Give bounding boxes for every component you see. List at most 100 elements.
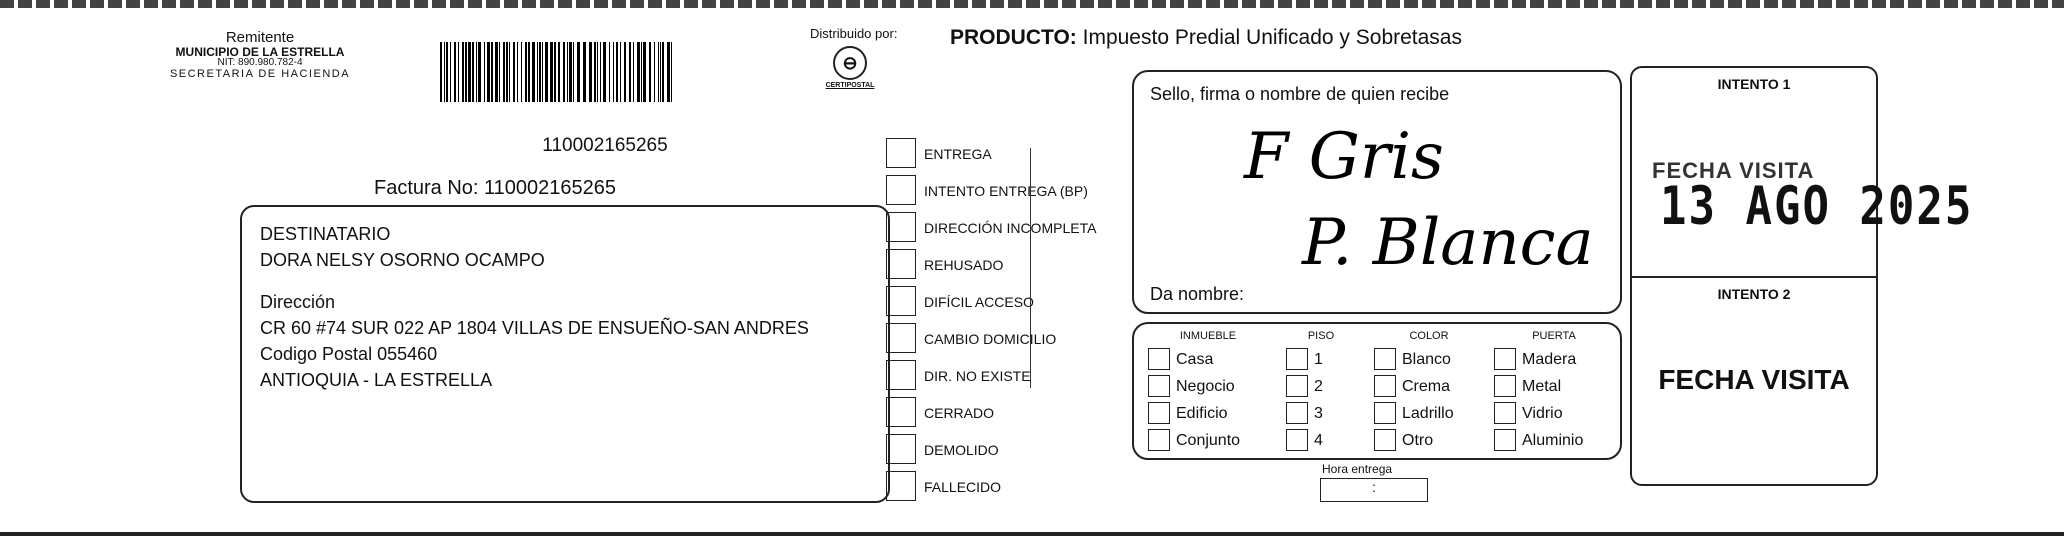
hora-entrega-field[interactable]: : bbox=[1320, 478, 1428, 502]
product-line: PRODUCTO: Impuesto Predial Unificado y S… bbox=[950, 26, 1462, 50]
barcode-bar bbox=[476, 42, 477, 102]
property-grid: INMUEBLE Casa Negocio Edificio Conjunto … bbox=[1132, 322, 1622, 460]
barcode-bar bbox=[440, 42, 442, 102]
barcode-bar bbox=[539, 42, 541, 102]
checkbox[interactable] bbox=[886, 471, 916, 501]
inmueble-header: INMUEBLE bbox=[1179, 330, 1237, 342]
barcode-bar bbox=[589, 42, 592, 102]
recipient-box: DESTINATARIO DORA NELSY OSORNO OCAMPO Di… bbox=[240, 205, 890, 503]
barcode-bar bbox=[509, 42, 510, 102]
logo-text: CERTIPOSTAL bbox=[825, 82, 875, 89]
status-dir-no-existe[interactable]: DIR. NO EXISTE bbox=[886, 360, 1136, 390]
checkbox[interactable] bbox=[886, 397, 916, 427]
barcode-bar bbox=[550, 42, 553, 102]
da-nombre-label: Da nombre: bbox=[1150, 284, 1245, 304]
handwritten-name-2: P. Blanca bbox=[1302, 206, 1594, 280]
status-direccion-incompleta[interactable]: DIRECCIÓN INCOMPLETA bbox=[886, 212, 1136, 242]
fecha-visita-2: FECHA VISITA bbox=[1658, 364, 1850, 395]
barcode-bar bbox=[525, 42, 527, 102]
checkbox[interactable] bbox=[886, 175, 916, 205]
barcode-bar bbox=[567, 42, 568, 102]
factura-number: Factura No: 110002165265 bbox=[373, 177, 617, 199]
barcode-bar bbox=[484, 42, 485, 102]
barcode-bar bbox=[495, 42, 498, 102]
inmueble-edificio[interactable]: Edificio bbox=[1148, 400, 1268, 427]
barcode-bar bbox=[468, 42, 471, 102]
barcode-bar bbox=[537, 42, 538, 102]
stamp-date: 13 AGO 2025 bbox=[1660, 176, 1974, 238]
inmueble-negocio[interactable]: Negocio bbox=[1148, 373, 1268, 400]
barcode-number: 110002165265 bbox=[542, 135, 668, 156]
barcode-bar bbox=[532, 42, 535, 102]
puerta-aluminio[interactable]: Aluminio bbox=[1494, 427, 1614, 454]
stamp-fecha-visita: FECHA VISITA bbox=[1652, 158, 1815, 183]
certipostal-logo: ⊖ CERTIPOSTAL bbox=[820, 46, 880, 96]
checkbox[interactable] bbox=[886, 286, 916, 316]
status-dificil-acceso[interactable]: DIFÍCIL ACCESO bbox=[886, 286, 1136, 316]
barcode-bar bbox=[616, 42, 618, 102]
sender-name: MUNICIPIO DE LA ESTRELLA bbox=[175, 44, 345, 59]
barcode-bar bbox=[600, 42, 601, 102]
status-demolido[interactable]: DEMOLIDO bbox=[886, 434, 1136, 464]
piso-3[interactable]: 3 bbox=[1286, 400, 1356, 427]
barcode-bar bbox=[667, 42, 670, 102]
status-fallecido[interactable]: FALLECIDO bbox=[886, 471, 1136, 501]
barcode-bar bbox=[620, 42, 621, 102]
barcode-bar bbox=[569, 42, 572, 102]
barcode-bar bbox=[643, 42, 646, 102]
puerta-vidrio[interactable]: Vidrio bbox=[1494, 400, 1614, 427]
status-cerrado[interactable]: CERRADO bbox=[886, 397, 1136, 427]
color-blanco[interactable]: Blanco bbox=[1374, 346, 1484, 373]
perforation-top bbox=[0, 0, 2064, 8]
puerta-header: PUERTA bbox=[1532, 330, 1576, 342]
barcode-bar bbox=[506, 42, 508, 102]
status-intento-entrega[interactable]: INTENTO ENTREGA (BP) bbox=[886, 175, 1136, 205]
status-rehusado[interactable]: REHUSADO bbox=[886, 249, 1136, 279]
barcode-bar bbox=[629, 42, 631, 102]
piso-header: PISO bbox=[1307, 330, 1335, 342]
status-entrega[interactable]: ENTREGA bbox=[886, 138, 1136, 168]
puerta-madera[interactable]: Madera bbox=[1494, 346, 1614, 373]
checkbox[interactable] bbox=[886, 212, 916, 242]
barcode-bar bbox=[594, 42, 596, 102]
product-label: PRODUCTO: bbox=[950, 26, 1077, 49]
barcode-bar bbox=[545, 42, 548, 102]
receiver-title: Sello, firma o nombre de quien recibe bbox=[1150, 84, 1450, 104]
checkbox[interactable] bbox=[886, 323, 916, 353]
barcode-bar bbox=[465, 42, 467, 102]
piso-4[interactable]: 4 bbox=[1286, 427, 1356, 454]
inmueble-casa[interactable]: Casa bbox=[1148, 346, 1268, 373]
postal-code: Codigo Postal 055460 bbox=[260, 344, 438, 365]
piso-2[interactable]: 2 bbox=[1286, 373, 1356, 400]
checkbox[interactable] bbox=[886, 360, 916, 390]
barcode-bar bbox=[603, 42, 606, 102]
inmueble-conjunto[interactable]: Conjunto bbox=[1148, 427, 1268, 454]
color-otro[interactable]: Otro bbox=[1374, 427, 1484, 454]
piso-1[interactable]: 1 bbox=[1286, 346, 1356, 373]
barcode-bar bbox=[454, 42, 456, 102]
puerta-metal[interactable]: Metal bbox=[1494, 373, 1614, 400]
barcode-bar bbox=[542, 42, 543, 102]
barcode-bar bbox=[583, 42, 586, 102]
color-crema[interactable]: Crema bbox=[1374, 373, 1484, 400]
recipient-label: DESTINATARIO bbox=[260, 224, 391, 244]
checkbox[interactable] bbox=[886, 249, 916, 279]
address-label: Dirección bbox=[260, 292, 336, 313]
barcode bbox=[440, 42, 672, 102]
barcode-bar bbox=[624, 42, 626, 102]
recipient-name: DORA NELSY OSORNO OCAMPO bbox=[260, 250, 545, 271]
barcode-bar bbox=[662, 42, 664, 102]
checkbox[interactable] bbox=[886, 434, 916, 464]
status-cambio-domicilio[interactable]: CAMBIO DOMICILIO bbox=[886, 323, 1136, 353]
certipostal-logo-icon: ⊖ bbox=[833, 46, 867, 80]
color-ladrillo[interactable]: Ladrillo bbox=[1374, 400, 1484, 427]
barcode-bar bbox=[654, 42, 655, 102]
color-column: COLOR Blanco Crema Ladrillo Otro bbox=[1374, 330, 1484, 454]
barcode-bar bbox=[637, 42, 640, 102]
barcode-bar bbox=[503, 42, 505, 102]
checkbox[interactable] bbox=[886, 138, 916, 168]
barcode-bar bbox=[641, 42, 642, 102]
barcode-bar bbox=[658, 42, 659, 102]
barcode-bar bbox=[528, 42, 530, 102]
distributor-label: Distribuido por: bbox=[810, 26, 898, 41]
